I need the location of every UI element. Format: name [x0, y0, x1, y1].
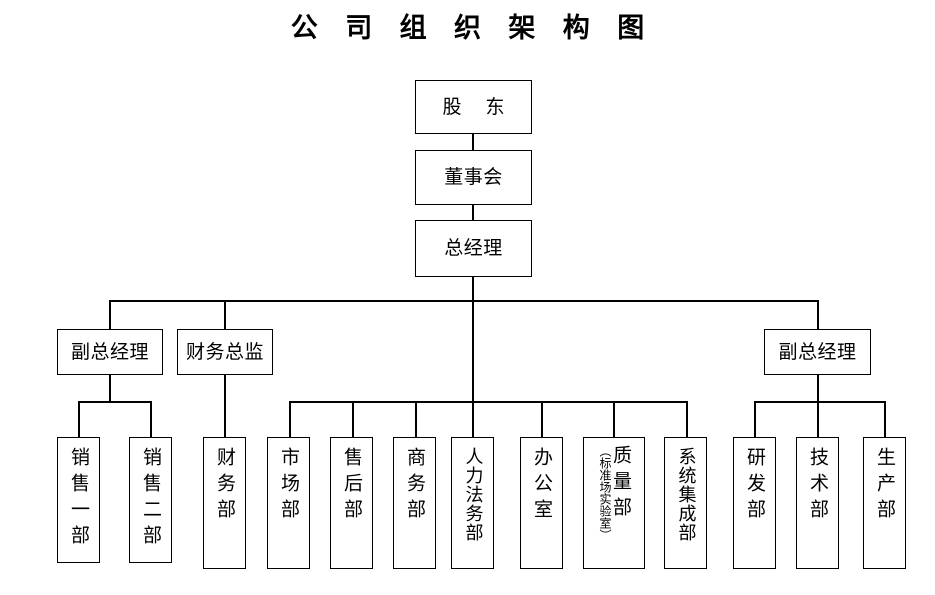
node-sales-2-label: 销售二部	[140, 447, 162, 551]
connector-bus-deputy-gm-left	[109, 300, 111, 329]
connector-board-gm	[472, 205, 474, 220]
node-general-manager[interactable]: 总经理	[415, 220, 532, 277]
connector-bus-deputy-gm-right	[817, 300, 819, 329]
node-hr-legal[interactable]: 人力法务部	[451, 437, 494, 569]
node-tech-label: 技术部	[807, 447, 829, 525]
node-deputy-gm-right-label: 副总经理	[778, 340, 857, 363]
node-sales-2[interactable]: 销售二部	[129, 437, 172, 563]
node-system-integration[interactable]: 系统集成部	[664, 437, 707, 569]
connector-business	[415, 401, 417, 437]
node-system-integration-label: 系统集成部	[675, 447, 697, 542]
node-rd[interactable]: 研发部	[733, 437, 776, 569]
bus-level3	[109, 300, 819, 302]
node-business[interactable]: 商务部	[393, 437, 436, 569]
node-rd-label: 研发部	[744, 447, 766, 525]
node-quality[interactable]: 质量部 （标准场实验室）	[583, 437, 645, 569]
connector-deputy-gm-left-drop	[109, 375, 111, 401]
node-deputy-gm-left-label: 副总经理	[70, 340, 149, 363]
node-deputy-gm-right[interactable]: 副总经理	[764, 329, 871, 375]
node-cfo-label: 财务总监	[185, 340, 264, 363]
node-quality-label: 质量部	[610, 445, 632, 523]
connector-hr-legal	[472, 401, 474, 437]
connector-quality	[613, 401, 615, 437]
connector-tech	[817, 401, 819, 437]
node-office[interactable]: 办公室	[520, 437, 563, 569]
connector-bus-center-drop	[472, 300, 474, 401]
node-board[interactable]: 董事会	[415, 150, 532, 205]
node-general-manager-label: 总经理	[444, 237, 503, 260]
bus-sales-group	[78, 401, 152, 403]
connector-marketing	[289, 401, 291, 437]
bus-departments	[289, 401, 687, 403]
page-title: 公 司 组 织 架 构 图	[290, 13, 654, 44]
node-tech[interactable]: 技术部	[796, 437, 839, 569]
node-hr-legal-label: 人力法务部	[462, 447, 484, 542]
connector-cfo-finance	[224, 375, 226, 437]
connector-system-integration	[686, 401, 688, 437]
node-marketing[interactable]: 市场部	[267, 437, 310, 569]
node-deputy-gm-left[interactable]: 副总经理	[57, 329, 163, 375]
node-shareholders-label: 股 东	[442, 95, 514, 118]
connector-rd	[754, 401, 756, 437]
node-after-sales[interactable]: 售后部	[330, 437, 373, 569]
connector-sales-2	[150, 401, 152, 437]
connector-office	[541, 401, 543, 437]
node-production-label: 生产部	[874, 447, 896, 525]
connector-production	[884, 401, 886, 437]
node-cfo[interactable]: 财务总监	[177, 329, 273, 375]
node-business-label: 商务部	[404, 447, 426, 525]
node-marketing-label: 市场部	[278, 447, 300, 525]
connector-gm-drop	[472, 277, 474, 300]
node-finance-label: 财务部	[214, 447, 236, 525]
node-after-sales-label: 售后部	[341, 447, 363, 525]
node-production[interactable]: 生产部	[863, 437, 906, 569]
node-office-label: 办公室	[531, 447, 553, 525]
connector-bus-cfo	[224, 300, 226, 329]
connector-after-sales	[352, 401, 354, 437]
node-finance[interactable]: 财务部	[203, 437, 246, 569]
connector-sales-1	[78, 401, 80, 437]
connector-shareholders-board	[472, 134, 474, 150]
bus-rd-group	[754, 401, 885, 403]
node-shareholders[interactable]: 股 东	[415, 80, 532, 134]
node-sales-1-label: 销售一部	[68, 447, 90, 551]
node-quality-annotation: （标准场实验室）	[598, 445, 612, 541]
node-sales-1[interactable]: 销售一部	[57, 437, 100, 563]
connector-deputy-gm-right-drop	[817, 375, 819, 401]
node-board-label: 董事会	[444, 166, 503, 189]
